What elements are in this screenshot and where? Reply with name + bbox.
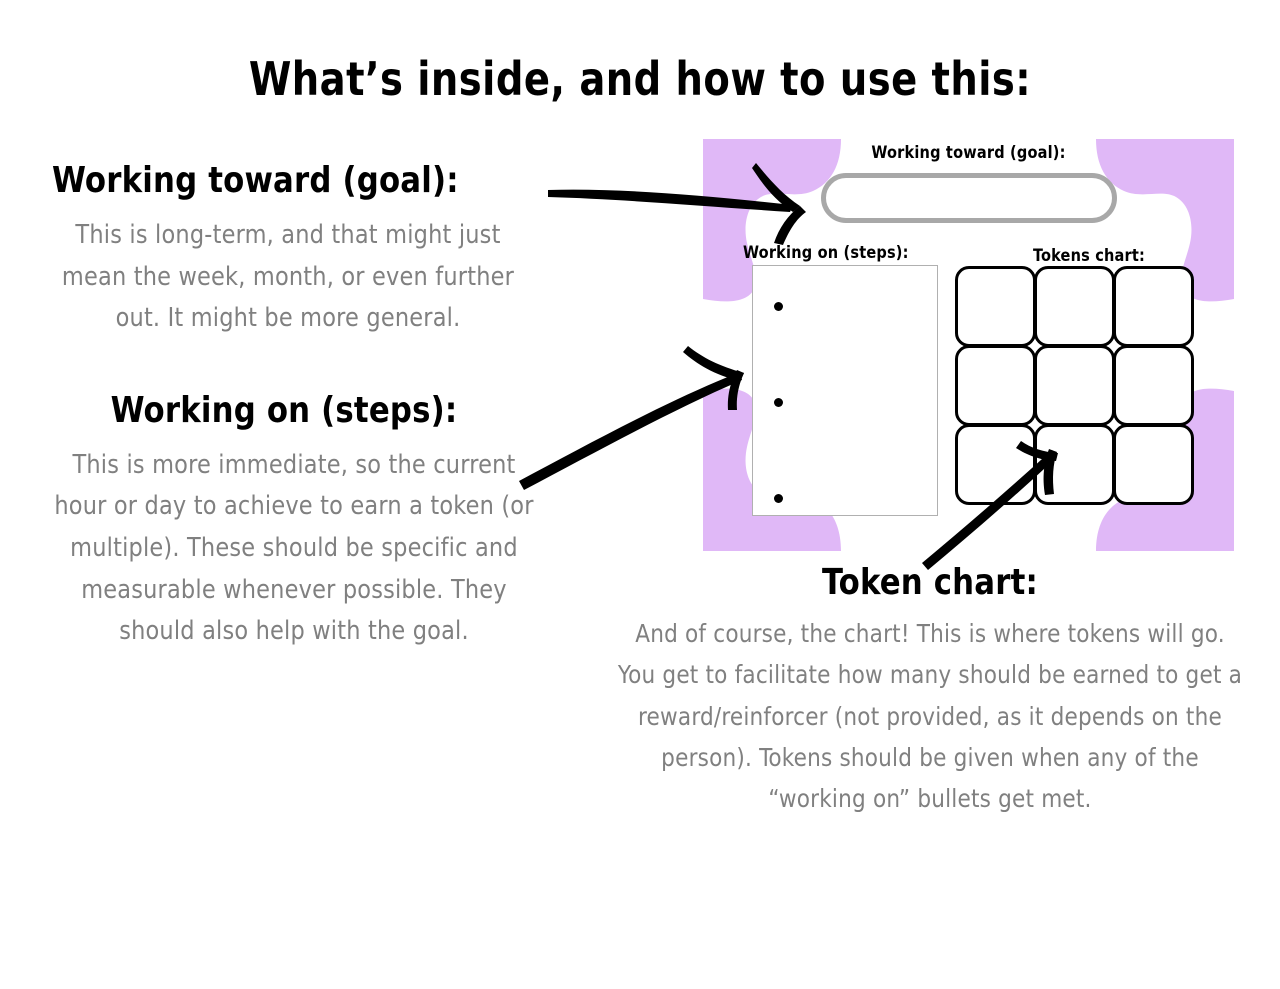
token-cell[interactable]	[955, 424, 1036, 505]
token-chart-section-body: And of course, the chart! This is where …	[617, 619, 1243, 813]
left-column: Working toward (goal): This is long-term…	[34, 160, 564, 653]
token-cell[interactable]	[955, 345, 1036, 426]
steps-bullet	[774, 494, 783, 503]
goal-section-heading: Working toward (goal):	[52, 160, 459, 201]
preview-token-grid	[955, 266, 1194, 505]
steps-section-body: This is more immediate, so the current h…	[54, 449, 534, 647]
goal-section-body: This is long-term, and that might just m…	[61, 220, 515, 334]
token-cell[interactable]	[1113, 266, 1194, 347]
token-cell[interactable]	[1034, 345, 1115, 426]
steps-section-heading: Working on (steps):	[110, 389, 458, 431]
token-chart-section-heading: Token chart:	[821, 562, 1039, 603]
token-cell[interactable]	[1113, 424, 1194, 505]
preview-tokens-label: Tokens chart:	[1033, 246, 1146, 266]
preview-goal-label: Working toward (goal):	[871, 143, 1066, 163]
preview-goal-field[interactable]	[821, 173, 1117, 223]
token-cell[interactable]	[955, 266, 1036, 347]
token-cell[interactable]	[1034, 266, 1115, 347]
token-cell[interactable]	[1113, 345, 1194, 426]
preview-steps-box[interactable]	[752, 265, 938, 516]
token-cell[interactable]	[1034, 424, 1115, 505]
steps-bullet	[774, 302, 783, 311]
preview-card: Working toward (goal): Working on (steps…	[703, 139, 1234, 551]
steps-bullet	[774, 398, 783, 407]
preview-steps-label: Working on (steps):	[743, 243, 909, 263]
right-column: Token chart: And of course, the chart! T…	[600, 562, 1260, 819]
page-title: What’s inside, and how to use this:	[248, 52, 1032, 106]
